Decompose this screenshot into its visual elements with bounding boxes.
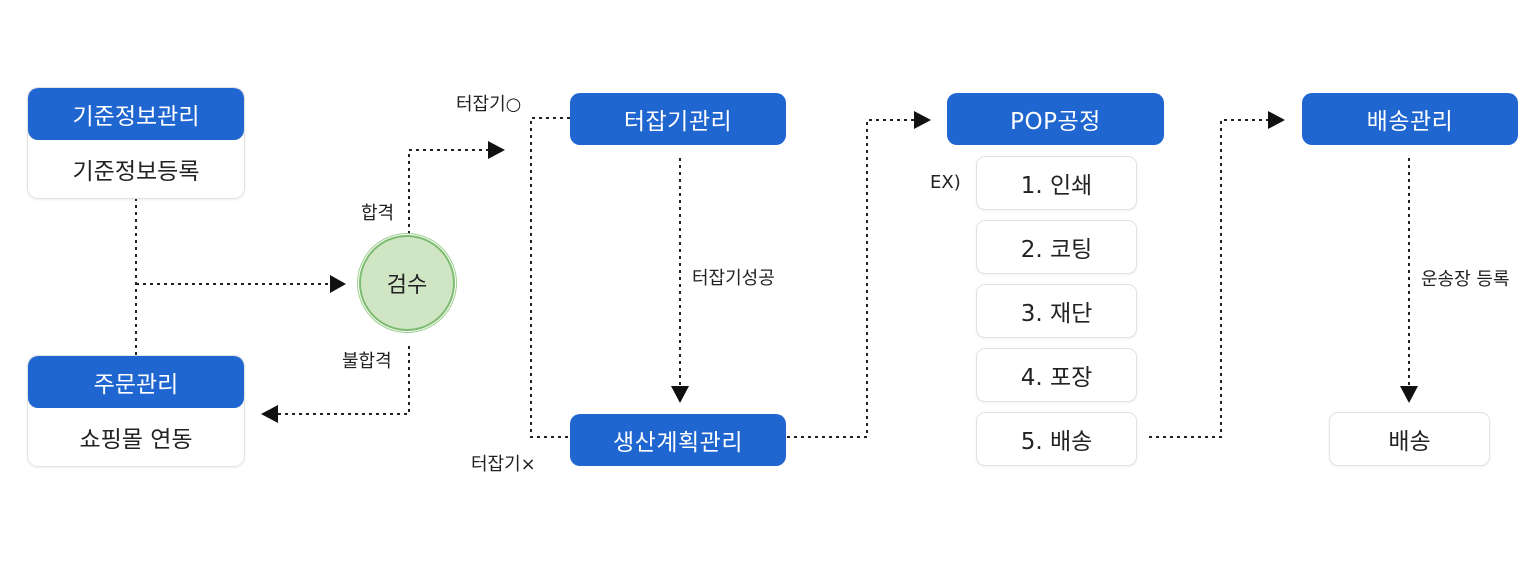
pop-process-node[interactable]: POP공정 [947, 93, 1164, 145]
fail-label: 불합격 [342, 351, 392, 372]
pop-to-delivery-line [1149, 119, 1268, 438]
production-to-pop-arrow [914, 111, 931, 129]
order-title[interactable]: 주문관리 [28, 356, 244, 408]
pass-label: 합격 [361, 203, 395, 224]
production-to-pop-line [787, 119, 914, 438]
pop-step-delivery[interactable]: 5. 배송 [977, 413, 1136, 465]
punch-management-node[interactable]: 터잡기관리 [570, 93, 786, 145]
pop-step-print[interactable]: 1. 인쇄 [977, 157, 1136, 209]
pop-step-cutting[interactable]: 3. 재단 [977, 285, 1136, 337]
pop-to-delivery-arrow [1268, 111, 1285, 129]
shopping-mall-link[interactable]: 쇼핑몰 연동 [79, 427, 193, 453]
punch-success-label: 터잡기성공 [692, 268, 775, 289]
delivery-item[interactable]: 배송 [1330, 413, 1489, 465]
pop-step-coating[interactable]: 2. 코팅 [977, 221, 1136, 273]
delivery-management-node[interactable]: 배송관리 [1302, 93, 1518, 145]
inspection-label: 검수 [386, 273, 428, 298]
production-planning-node[interactable]: 생산계획관리 [570, 414, 786, 466]
pass-arrow [488, 141, 505, 159]
waybill-arrow [1400, 386, 1418, 403]
punch-success-arrow [671, 386, 689, 403]
inspection-node[interactable]: 검수 [357, 233, 457, 333]
order-card: 주문관리 쇼핑몰 연동 [28, 356, 244, 466]
punch-bracket-line [530, 117, 570, 438]
waybill-label: 운송장 등록 [1421, 269, 1510, 290]
to-inspection-arrow [330, 275, 346, 293]
fail-line [278, 346, 410, 415]
fail-arrow [261, 405, 278, 423]
master-data-title[interactable]: 기준정보관리 [28, 88, 244, 140]
master-data-register[interactable]: 기준정보등록 [72, 159, 200, 185]
master-data-card: 기준정보관리 기준정보등록 [28, 88, 244, 198]
punch-no-label: 터잡기× [471, 454, 536, 475]
pop-example-label: EX) [930, 172, 961, 193]
punch-yes-label: 터잡기○ [456, 94, 522, 115]
pass-line [408, 149, 488, 234]
pop-step-packing[interactable]: 4. 포장 [977, 349, 1136, 401]
